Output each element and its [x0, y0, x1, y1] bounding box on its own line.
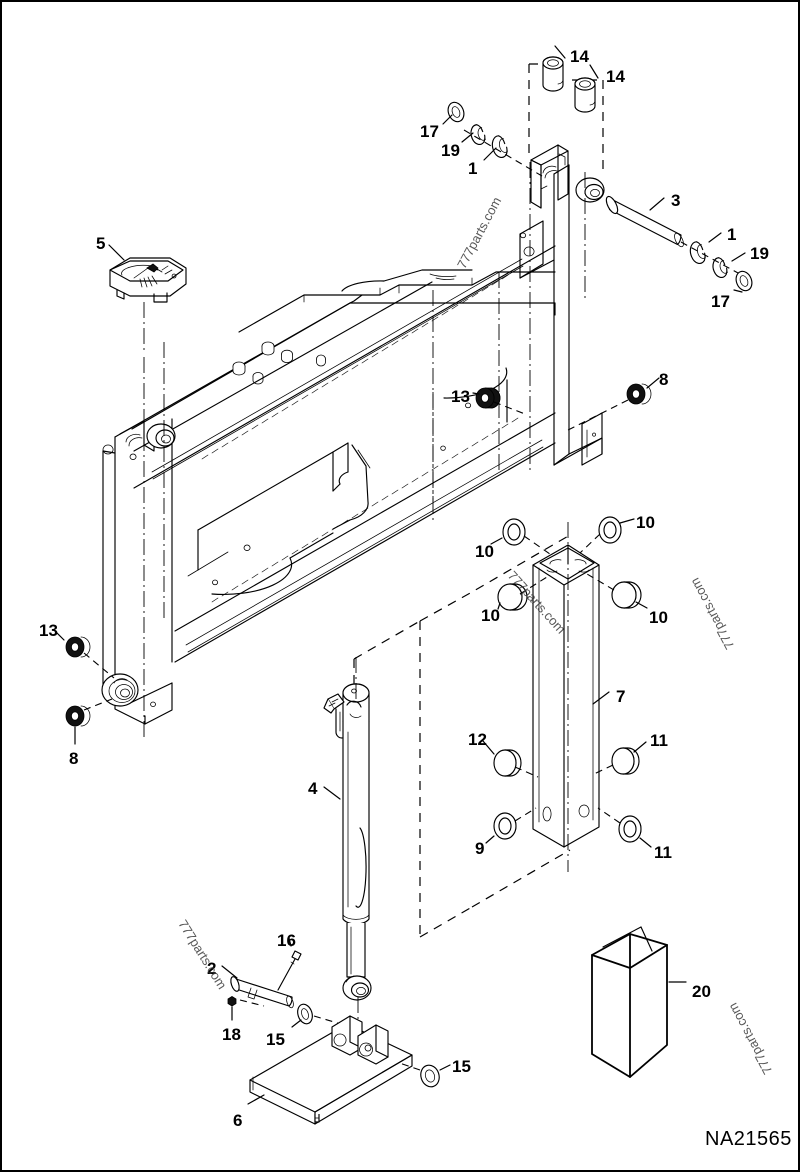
callout-15-b: 15: [452, 1057, 471, 1076]
diagram-id-label: NA21565: [705, 1128, 792, 1150]
callout-6: 6: [233, 1111, 243, 1130]
callout-1-b: 1: [727, 225, 737, 244]
callout-14-a: 14: [570, 47, 589, 66]
callout-9: 9: [475, 839, 485, 858]
washer-15-right: [420, 1064, 440, 1088]
cover-5: [108, 244, 187, 354]
washer-15-left: [297, 1003, 313, 1025]
bushing-9: [493, 812, 517, 840]
base-plate-6: [247, 1015, 413, 1125]
callout-10-a: 10: [475, 542, 494, 561]
bushing-14-a: [542, 56, 564, 92]
bushing-8-right: [626, 383, 652, 405]
bushing-10-a: [502, 518, 526, 546]
bushing-14-b: [574, 77, 596, 113]
callout-16: 16: [277, 931, 296, 950]
pin-2-group: [221, 937, 451, 1088]
bushing-11-upper: [611, 747, 640, 775]
bushing-8-left: [65, 705, 91, 727]
upper-bracket: [530, 144, 605, 209]
bushing-13-center: [475, 387, 501, 409]
pivot-boss-top: [575, 177, 605, 203]
callout-19-b: 19: [750, 244, 769, 263]
snap-ring-1-right: [689, 241, 706, 264]
callout-17-a: 17: [420, 122, 439, 141]
beam-hatch: [201, 274, 519, 603]
washer-17-right: [735, 270, 753, 292]
callout-7: 7: [616, 687, 626, 706]
pivot-boss-left-upper: [146, 423, 176, 449]
cylinder-4: [323, 657, 372, 1037]
callout-10-d: 10: [649, 608, 668, 627]
deck-fasteners: [232, 341, 326, 385]
rod-eye: [342, 975, 372, 1001]
callout-10-c: 10: [481, 606, 500, 625]
pin-3-group: [605, 195, 753, 293]
callout-13-a: 13: [451, 387, 470, 406]
bushing-10-c: [497, 583, 528, 611]
callout-3: 3: [671, 191, 681, 210]
callout-5: 5: [96, 234, 106, 253]
callout-14-b: 14: [606, 67, 625, 86]
box-20: [591, 926, 687, 1078]
bushing-12: [493, 749, 522, 777]
callout-11-b: 11: [654, 843, 672, 862]
snap-ring-1-left: [491, 135, 508, 158]
callout-17-b: 17: [711, 292, 730, 311]
assembly-outline: [353, 534, 571, 942]
mast-post-7: [532, 544, 610, 848]
callout-2: 2: [207, 959, 217, 978]
pivot-boss-left-lower: [101, 673, 139, 707]
bushing-13-left: [65, 636, 91, 658]
callout-10-b: 10: [636, 513, 655, 532]
bushing-10-d: [611, 581, 642, 609]
snap-ring-19-left: [470, 124, 486, 146]
bushing-10-group: [490, 516, 648, 611]
bushing-11-lower: [618, 815, 642, 843]
left-pin-hardware: [442, 101, 543, 177]
bushing-10-b: [598, 516, 622, 544]
callout-8-b: 8: [69, 749, 79, 768]
washer-17-left: [447, 101, 465, 123]
callout-13-b: 13: [39, 621, 58, 640]
callout-15-a: 15: [266, 1030, 285, 1049]
callout-20: 20: [692, 982, 711, 1001]
callout-19-a: 19: [441, 141, 460, 160]
callout-11-a: 11: [650, 731, 668, 750]
callout-18: 18: [222, 1025, 241, 1044]
callout-12: 12: [468, 730, 487, 749]
pin-3: [605, 195, 684, 248]
callout-1-a: 1: [468, 159, 478, 178]
snap-ring-19-right: [712, 257, 728, 279]
callout-4: 4: [308, 779, 318, 798]
top-bushing-group: [528, 45, 604, 172]
main-frame: [101, 162, 603, 737]
callout-8-a: 8: [659, 370, 669, 389]
